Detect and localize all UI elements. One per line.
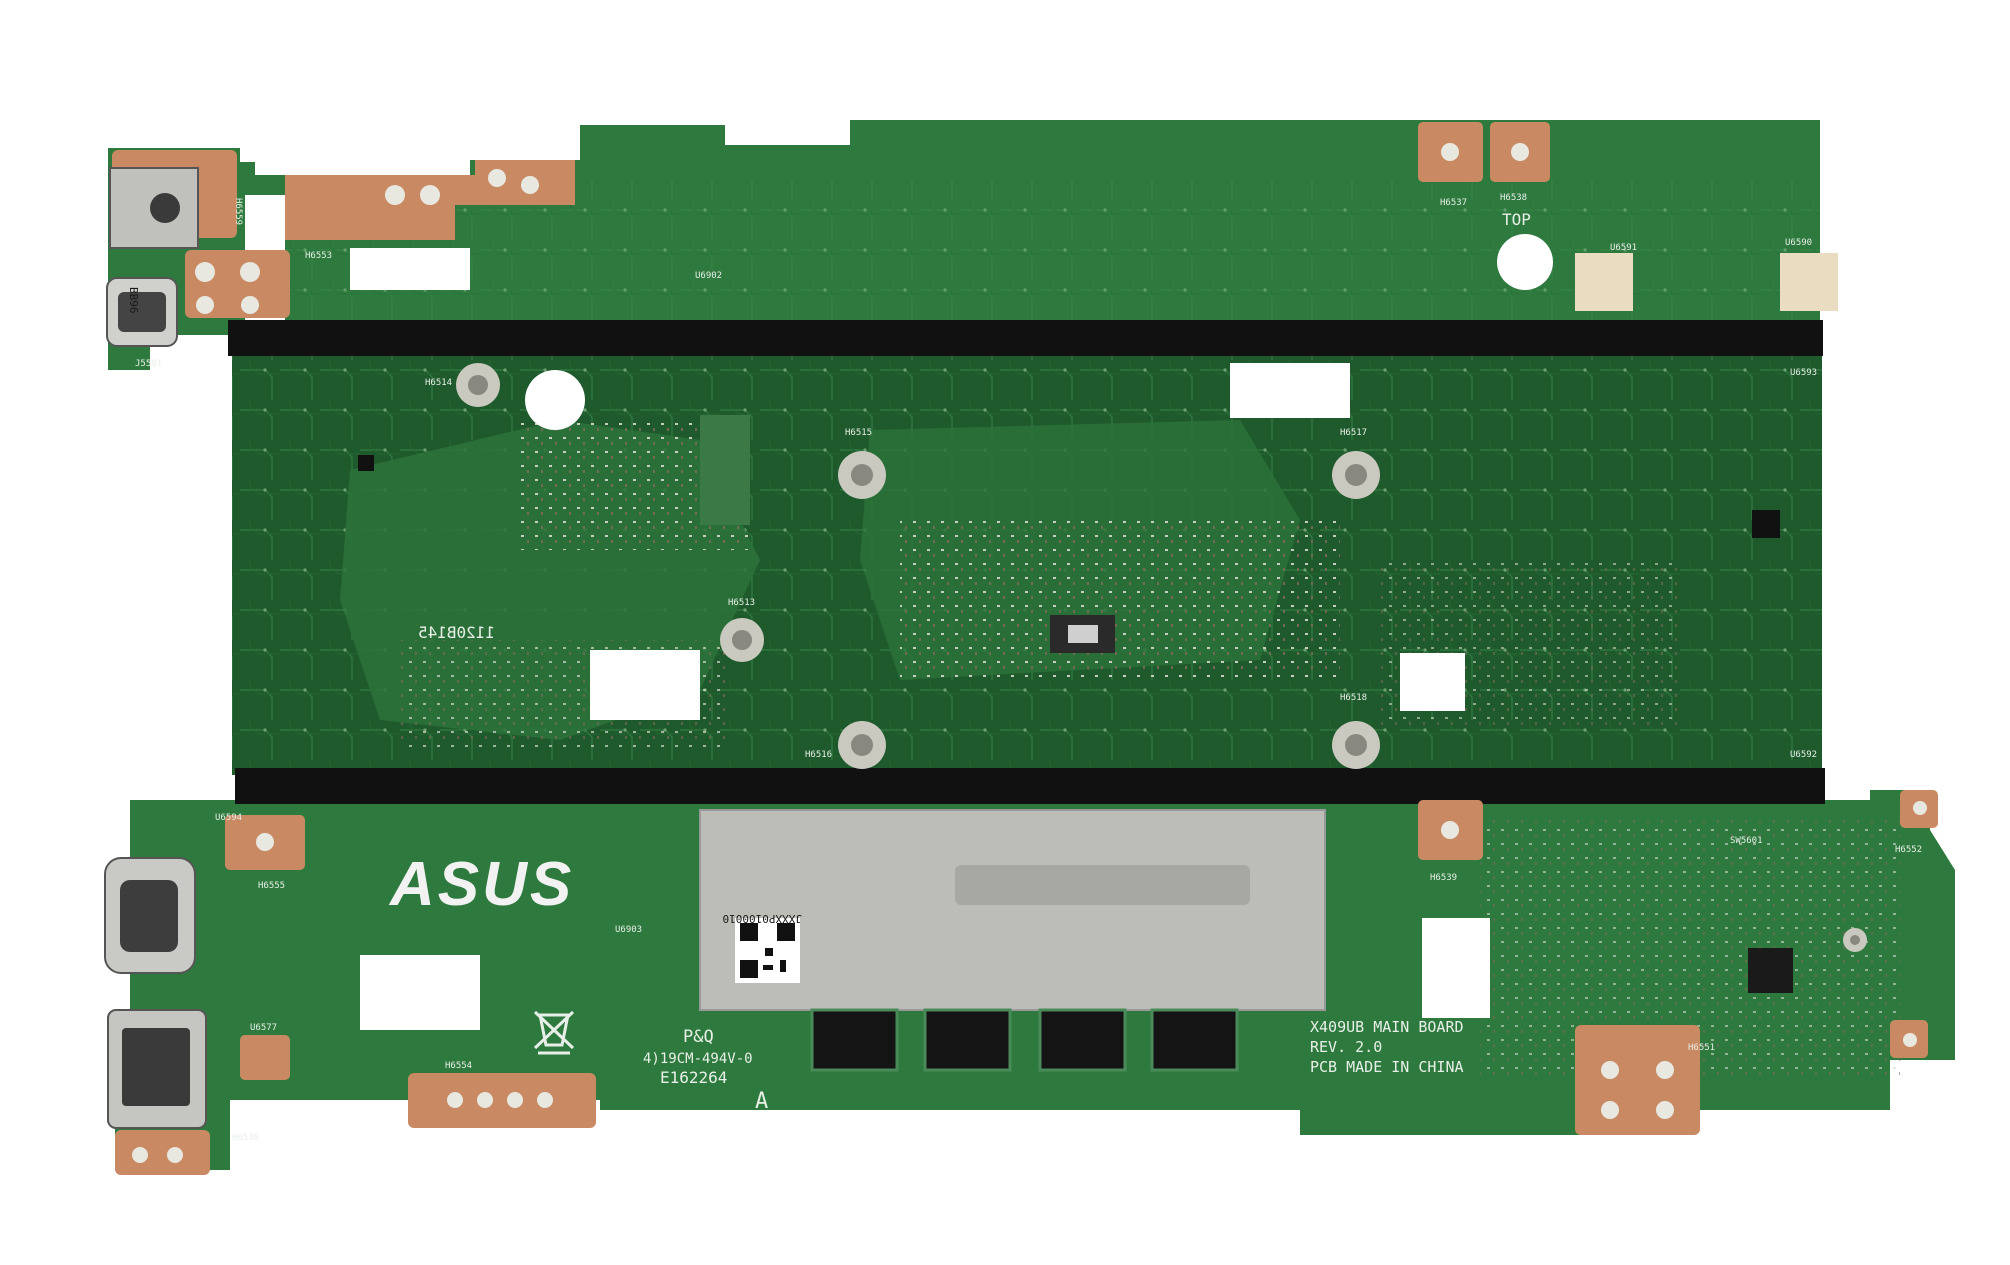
svg-text:H6513: H6513 bbox=[728, 598, 755, 608]
svg-text:H6553: H6553 bbox=[305, 251, 332, 261]
recycle-bin-symbol bbox=[533, 1010, 575, 1055]
svg-text:H6537: H6537 bbox=[1440, 198, 1467, 208]
svg-text:H6555: H6555 bbox=[258, 881, 285, 891]
svg-text:SW5601: SW5601 bbox=[1730, 836, 1763, 846]
io-port-usb-c-bottom bbox=[104, 857, 196, 974]
pad-holes bbox=[132, 143, 1927, 1163]
chip-components bbox=[358, 253, 1838, 993]
model-line-1: X409UB MAIN BOARD bbox=[1310, 1018, 1464, 1036]
ul-mark-line-4: A bbox=[755, 1089, 768, 1114]
svg-text:H6517: H6517 bbox=[1340, 428, 1367, 438]
reference-designators: H6559 H6553 U6902 J5501 H6537 H6538 U659… bbox=[135, 193, 1922, 1143]
svg-text:U6902: U6902 bbox=[695, 271, 722, 281]
brand-logo: ASUS bbox=[388, 850, 574, 919]
svg-text:H6551: H6551 bbox=[1688, 1043, 1715, 1053]
svg-text:H6559: H6559 bbox=[233, 198, 243, 225]
screw-holes bbox=[456, 363, 1867, 952]
svg-text:J5501: J5501 bbox=[135, 359, 162, 369]
ul-mark-line-3: E162264 bbox=[660, 1068, 727, 1087]
memory-chips bbox=[810, 1008, 1239, 1072]
svg-text:U6592: U6592 bbox=[1790, 750, 1817, 760]
top-marker: TOP bbox=[1502, 210, 1531, 229]
svg-text:U6577: U6577 bbox=[250, 1023, 277, 1033]
io-port-usb-c-top bbox=[106, 277, 178, 347]
usb-c-label: BB96 bbox=[127, 287, 140, 314]
svg-text:H6530: H6530 bbox=[232, 1133, 259, 1143]
svg-text:H6552: H6552 bbox=[1895, 845, 1922, 855]
io-port-audio-jack bbox=[109, 167, 199, 249]
tape-strip-top bbox=[228, 320, 1823, 356]
svg-text:H6516: H6516 bbox=[805, 750, 832, 760]
svg-text:H6539: H6539 bbox=[1430, 873, 1457, 883]
svg-text:H6538: H6538 bbox=[1500, 193, 1527, 203]
tape-strip-bottom bbox=[235, 768, 1825, 804]
model-line-2: REV. 2.0 bbox=[1310, 1038, 1382, 1056]
ul-mark-line-1: P&Q bbox=[683, 1027, 714, 1047]
qr-code-text: JXXXP0100010 bbox=[723, 912, 802, 925]
white-label-patches bbox=[350, 234, 1553, 1030]
svg-text:H6518: H6518 bbox=[1340, 693, 1367, 703]
io-port-usb-a bbox=[107, 1009, 207, 1129]
svg-text:U6590: U6590 bbox=[1785, 238, 1812, 248]
ul-mark-line-2: 4)19CM-494V-0 bbox=[643, 1051, 753, 1067]
model-line-3: PCB MADE IN CHINA bbox=[1310, 1058, 1464, 1076]
svg-text:H6554: H6554 bbox=[445, 1061, 472, 1071]
svg-text:H6514: H6514 bbox=[425, 378, 452, 388]
svg-text:H6515: H6515 bbox=[845, 428, 872, 438]
mirrored-board-code: 1120B145 bbox=[418, 623, 495, 642]
svg-text:U6594: U6594 bbox=[215, 813, 242, 823]
svg-text:U6903: U6903 bbox=[615, 925, 642, 935]
ram-shield bbox=[699, 809, 1326, 1011]
qr-code bbox=[735, 918, 800, 983]
svg-text:U6591: U6591 bbox=[1610, 243, 1637, 253]
svg-text:U6593: U6593 bbox=[1790, 368, 1817, 378]
